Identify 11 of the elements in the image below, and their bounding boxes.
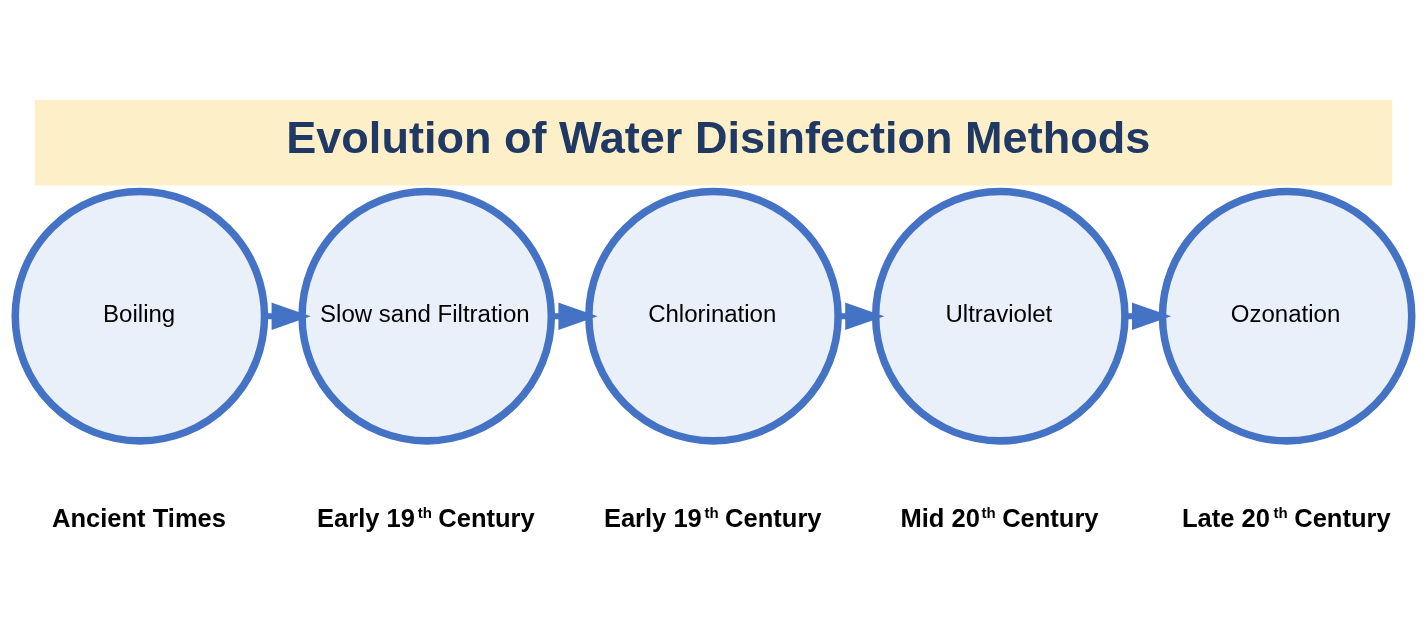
node-circle: Boiling [11,187,269,445]
diagram-title: Evolution of Water Disinfection Methods [286,111,1151,163]
node-circle: Chlorination [585,187,842,445]
node-circle: Ultraviolet [871,187,1129,445]
node-label: Late 20$^{th}$ Century [1182,503,1391,532]
node-label: Early 19$^{th}$ Century [603,503,822,532]
node-label: Ancient Times [52,503,226,532]
node-circle: Slow sand Filtration [298,187,556,445]
node-label: Mid 20$^{th}$ Century [900,503,1099,532]
node-circle: Ozonation [1158,187,1416,445]
node-label: Early 19$^{th}$ Century [317,503,535,532]
